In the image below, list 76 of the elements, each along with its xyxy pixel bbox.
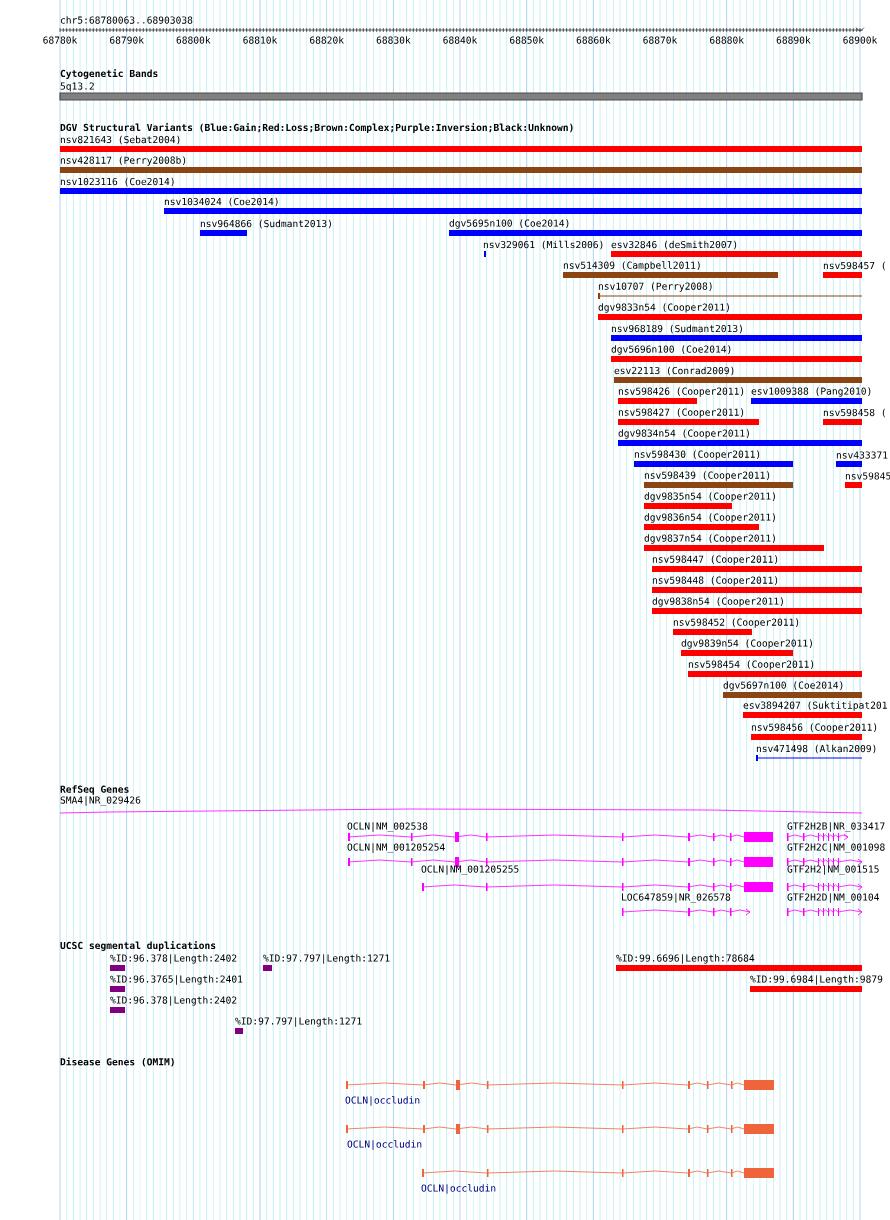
feature-label: nsv968189 (Sudmant2013) <box>611 324 742 334</box>
feature-label: dgv5695n100 (Coe2014) <box>449 219 569 229</box>
feature-label: dgv9837n54 (Cooper2011) <box>644 534 775 544</box>
feature-label: dgv9839n54 (Cooper2011) <box>681 639 812 649</box>
feature-label: nsv471498 (Alkan2009) <box>756 744 876 754</box>
gene-label: GTF2H2B|NR_033417 <box>787 822 885 832</box>
tick-label: 68840k <box>443 36 478 44</box>
tick-label: 68850k <box>510 36 544 44</box>
track-title: UCSC segmental duplications <box>60 941 216 951</box>
tick-label: 68830k <box>376 36 411 44</box>
feature-label: nsv598448 (Cooper2011) <box>652 576 778 586</box>
feature-label: nsv59845 <box>845 472 890 480</box>
feature-label: esv1009388 (Pang2010) <box>751 387 871 397</box>
gene-label: GTF2H2D|NM_00104 <box>787 893 879 903</box>
feature-label: nsv964866 (Sudmant2013) <box>200 219 331 229</box>
feature-label: dgv9835n54 (Cooper2011) <box>644 492 775 502</box>
feature-label: nsv598456 (Cooper2011) <box>751 723 877 733</box>
gene-label: OCLN|NM_001205255 <box>421 865 519 875</box>
tick-label: 68900k <box>843 36 878 44</box>
feature-label: esv3894207 (Suktitipat201 <box>743 701 887 711</box>
duplication-label: %ID:96.378|Length:2402 <box>110 954 237 964</box>
tick-label: 68820k <box>310 36 344 44</box>
feature-label: dgv9834n54 (Cooper2011) <box>618 429 749 439</box>
track-title: Disease Genes (OMIM) <box>60 1057 174 1067</box>
gene-label: SMA4|NR_029426 <box>60 796 141 806</box>
gene-label: OCLN|occludin <box>347 1140 422 1150</box>
feature-label: esv22113 (Conrad2009) <box>614 366 734 376</box>
tick-label: 68880k <box>710 36 744 44</box>
feature-label: nsv598426 (Cooper2011) <box>618 387 744 397</box>
gene-label: OCLN|occludin <box>421 1184 496 1194</box>
duplication-label: %ID:96.3765|Length:2401 <box>110 975 243 985</box>
track-title: RefSeq Genes <box>60 785 129 795</box>
gene-label: GTF2H2|NM_001515 <box>787 865 879 875</box>
feature-label: nsv598430 (Cooper2011) <box>634 450 760 460</box>
tick-label: 68790k <box>110 36 144 44</box>
gene-label: OCLN|occludin <box>345 1096 420 1106</box>
feature-label: dgv9838n54 (Cooper2011) <box>652 597 783 607</box>
feature-label: nsv598454 (Cooper2011) <box>688 660 814 670</box>
feature-label: dgv5696n100 (Coe2014) <box>611 345 731 355</box>
tick-label: 68800k <box>176 36 211 44</box>
gene-label: LOC647859|NR_026578 <box>622 893 731 903</box>
feature-label: nsv514309 (Campbell2011) <box>563 261 700 271</box>
feature-label: nsv821643 (Sebat2004) <box>60 135 180 145</box>
duplication-label: %ID:96.378|Length:2402 <box>110 996 237 1006</box>
feature-label: dgv9833n54 (Cooper2011) <box>598 303 729 313</box>
feature-label: nsv428117 (Perry2008b) <box>60 156 186 166</box>
track-title: Cytogenetic Bands <box>60 69 158 79</box>
band-label: 5q13.2 <box>60 82 94 92</box>
tick-label: 68780k <box>43 36 78 44</box>
feature-label: nsv598439 (Cooper2011) <box>644 471 770 481</box>
duplication-label: %ID:97.797|Length:1271 <box>235 1017 362 1027</box>
feature-label: dgv9836n54 (Cooper2011) <box>644 513 775 523</box>
tick-label: 68870k <box>643 36 678 44</box>
feature-label: nsv10707 (Perry2008) <box>598 282 712 292</box>
feature-label: dgv5697n100 (Coe2014) <box>723 681 843 691</box>
feature-label: nsv598452 (Cooper2011) <box>673 618 799 628</box>
feature-label: nsv598458 ( <box>823 408 885 418</box>
track-title: DGV Structural Variants (Blue:Gain;Red:Loss;Brown:Complex;Purple:Inversion;Black:Unknown) <box>60 123 573 133</box>
feature-label: nsv598457 ( <box>823 261 885 271</box>
tick-label: 68890k <box>776 36 811 44</box>
gene-label: OCLN|NM_001205254 <box>347 843 445 853</box>
feature-label: nsv1034024 (Coe2014) <box>164 197 278 207</box>
gene-label: OCLN|NM_002538 <box>347 822 428 832</box>
duplication-label: %ID:99.6984|Length:9879 <box>750 975 883 985</box>
coordinate-label: chr5:68780063..68903038 <box>60 16 193 24</box>
feature-label: esv32846 (deSmith2007) <box>611 240 737 250</box>
feature-label: nsv329061 (Mills2006) <box>483 240 603 250</box>
duplication-label: %ID:97.797|Length:1271 <box>263 954 390 964</box>
feature-label: nsv1023116 (Coe2014) <box>60 177 174 187</box>
tick-label: 68860k <box>576 36 611 44</box>
duplication-label: %ID:99.6696|Length:78684 <box>616 954 755 964</box>
tick-label: 68810k <box>243 36 278 44</box>
feature-label: nsv433371 <box>836 451 888 459</box>
feature-label: nsv598447 (Cooper2011) <box>652 555 778 565</box>
feature-label: nsv598427 (Cooper2011) <box>618 408 744 418</box>
gene-label: GTF2H2C|NM_001098 <box>787 843 885 853</box>
